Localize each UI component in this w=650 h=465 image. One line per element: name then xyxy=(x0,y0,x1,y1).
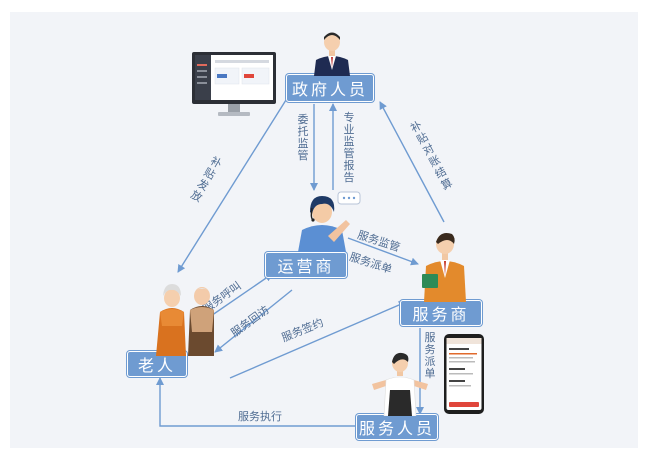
diagram-canvas: 政府人员 运营商 服务商 老人 服务人员 委托监管 专业监管报告 补贴对账结算 … xyxy=(10,12,638,448)
arrow-service-call xyxy=(204,273,273,321)
node-operator: 运营商 xyxy=(265,252,347,278)
arrow-service-execute xyxy=(156,377,356,427)
provider-manager-figure xyxy=(422,233,466,302)
arrow-service-contract xyxy=(229,301,407,379)
arrow-subsidy-settlement xyxy=(379,101,445,223)
service-worker-figure xyxy=(372,352,428,416)
arrow-service-revisit xyxy=(214,289,293,353)
node-staff: 服务人员 xyxy=(356,414,438,440)
label-service-execute: 服务执行 xyxy=(238,410,282,423)
label-service-dispatch-b: 服务派单 xyxy=(424,331,436,380)
operator-agent-figure xyxy=(298,191,361,252)
government-officer-figure xyxy=(314,32,350,76)
node-provider: 服务商 xyxy=(400,300,482,326)
label-entrust-supervise: 委托监管 xyxy=(297,113,309,162)
arrow-service-supervise xyxy=(347,237,419,266)
node-government: 政府人员 xyxy=(286,74,374,102)
dashboard-monitor-icon xyxy=(192,52,276,116)
arrow-layer xyxy=(156,99,445,427)
elderly-couple-figure xyxy=(156,284,214,356)
arrow-subsidy-issue xyxy=(177,99,287,273)
label-pro-supervise-report: 专业监管报告 xyxy=(343,111,355,184)
mobile-phone-app-icon xyxy=(444,334,484,414)
